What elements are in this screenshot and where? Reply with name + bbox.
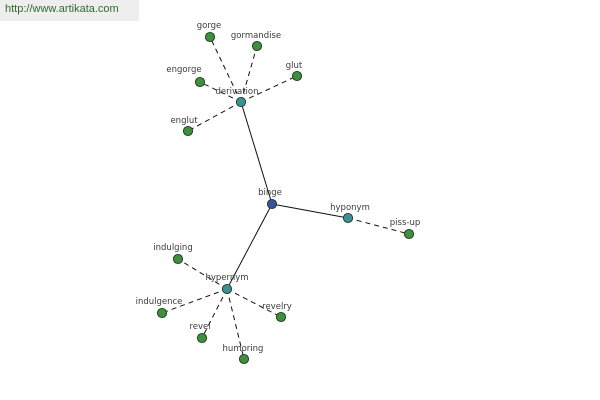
- leaf-label-piss-up: piss-up: [390, 218, 420, 228]
- leaf-label-revel: revel: [189, 322, 210, 332]
- watermark-url: http://www.artikata.com: [0, 0, 139, 21]
- relation-node-hypernym[interactable]: [221, 283, 233, 295]
- leaf-node-humoring[interactable]: [238, 353, 250, 365]
- leaf-label-revelry: revelry: [262, 302, 292, 312]
- leaf-node-revel[interactable]: [196, 332, 208, 344]
- leaf-label-gormandise: gormandise: [231, 31, 281, 41]
- root-label: binge: [258, 188, 282, 198]
- relation-node-hyponym[interactable]: [342, 212, 354, 224]
- leaf-node-piss-up[interactable]: [403, 228, 415, 240]
- leaf-node-indulging[interactable]: [172, 253, 184, 265]
- nodes-layer: gorge gormandise glut engorge englut derivati…: [136, 21, 420, 365]
- leaf-node-gorge[interactable]: [204, 31, 216, 43]
- edge-derivation-englut: [187, 101, 242, 132]
- leaf-node-revelry[interactable]: [275, 311, 287, 323]
- leaf-node-indulgence[interactable]: [156, 307, 168, 319]
- edge-hyponym-piss-up: [347, 217, 410, 235]
- relation-node-derivation[interactable]: [235, 96, 247, 108]
- leaf-label-gorge: gorge: [197, 21, 222, 31]
- leaf-label-indulgence: indulgence: [136, 297, 183, 307]
- leaf-label-humoring: humoring: [223, 344, 264, 354]
- edge-root-hypernym: [226, 203, 273, 290]
- relation-label-hypernym: hypernym: [205, 273, 248, 283]
- edge-derivation-glut: [240, 75, 298, 103]
- edge-derivation-engorge: [199, 81, 242, 103]
- leaf-label-engorge: engorge: [166, 65, 201, 75]
- edge-root-derivation: [240, 101, 273, 205]
- leaf-node-glut[interactable]: [291, 70, 303, 82]
- edge-hypernym-revel: [201, 288, 228, 339]
- edges-layer: [161, 36, 410, 360]
- relation-label-hyponym: hyponym: [330, 203, 370, 213]
- leaf-node-englut[interactable]: [182, 125, 194, 137]
- leaf-node-gormandise[interactable]: [251, 40, 263, 52]
- leaf-node-engorge[interactable]: [194, 76, 206, 88]
- edge-hypernym-indulging: [177, 258, 228, 290]
- leaf-label-indulging: indulging: [153, 243, 192, 253]
- edge-derivation-gorge: [209, 36, 242, 103]
- edge-hypernym-indulgence: [161, 288, 228, 314]
- edge-hypernym-revelry: [226, 288, 282, 318]
- edge-root-hyponym: [271, 203, 349, 219]
- leaf-label-englut: englut: [170, 116, 198, 126]
- relation-label-derivation: derivation: [215, 87, 258, 97]
- root-node[interactable]: [266, 198, 278, 210]
- edge-derivation-gormandise: [240, 45, 258, 103]
- edge-hypernym-humoring: [226, 288, 245, 360]
- leaf-label-glut: glut: [286, 61, 303, 71]
